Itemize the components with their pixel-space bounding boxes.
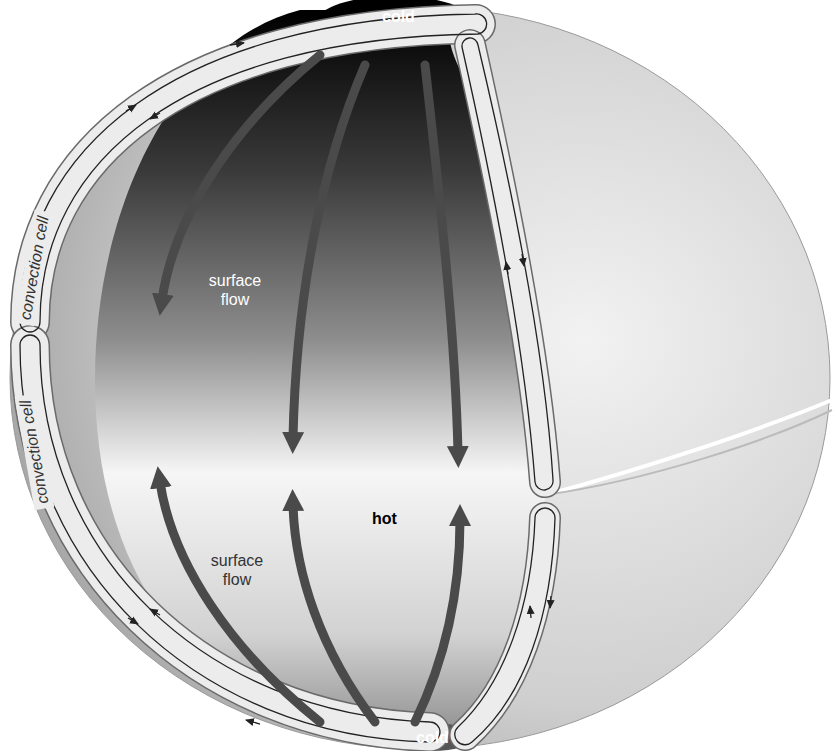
cell-band-outline: [470, 45, 545, 482]
flow-arrowhead: [126, 105, 136, 111]
circulation-loop: [20, 14, 487, 332]
region-label: hot: [372, 509, 397, 528]
cell-band: [30, 24, 476, 322]
surface-flow-arrow: [415, 520, 460, 722]
circulation-loop: [455, 508, 555, 745]
region-label: cold: [382, 7, 415, 26]
circulation-loop: [20, 335, 440, 742]
surface-flow-arrows: [160, 55, 460, 722]
flow-arrowhead: [530, 606, 531, 618]
cell-band-outline: [30, 345, 430, 732]
surface-flow-arrow: [425, 65, 458, 452]
cell-band: [30, 345, 430, 732]
cell-band-outline: [30, 24, 476, 322]
circulation-loop: [462, 38, 553, 490]
flow-arrowhead: [128, 618, 138, 624]
cut-plane-edge: [545, 410, 832, 495]
flow-arrowhead: [150, 609, 160, 615]
surface-flow-arrow: [293, 65, 365, 438]
flow-arrowhead: [550, 596, 551, 608]
flow-label: surface flow: [204, 551, 270, 589]
region-label: cold: [416, 728, 449, 747]
circulation-loops: [20, 14, 555, 745]
flow-arrowhead: [246, 720, 260, 724]
outer-shell: [10, 7, 830, 749]
surface-flow-arrow: [293, 505, 375, 722]
flow-label: surface flow: [202, 271, 268, 309]
flow-arrowhead: [506, 262, 508, 274]
flow-arrowhead: [150, 113, 160, 119]
cell-band: [470, 45, 545, 482]
surface-flow-arrow: [162, 55, 320, 300]
cut-plane-edge: [545, 400, 832, 495]
flow-arrowhead: [522, 254, 524, 266]
flow-arrowhead: [230, 43, 244, 45]
